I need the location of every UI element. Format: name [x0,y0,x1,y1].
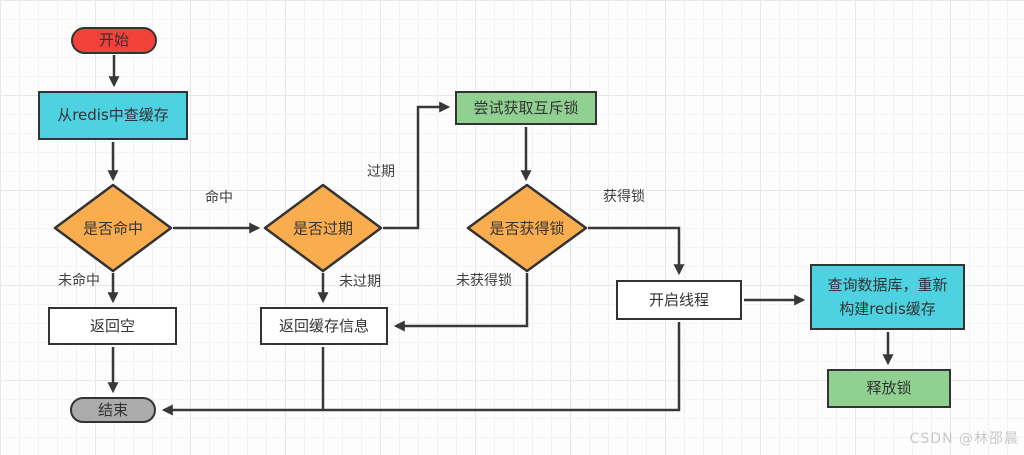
edge-thread-to-end [161,322,681,416]
return-cache-node: 返回缓存信息 [260,307,388,345]
edge-label-hit: 命中 [205,190,233,206]
edge-label-got-lock: 获得锁 [603,189,645,205]
end-node: 结束 [70,397,156,423]
is-expired-label: 是否过期 [292,219,354,238]
rebuild-cache-node: 查询数据库，重新构建redis缓存 [810,264,965,330]
edge-no-lock [393,273,529,332]
is-hit-diamond [53,183,173,273]
edge-label-expired: 过期 [367,164,395,180]
try-mutex-node: 尝试获取互斥锁 [455,91,597,125]
csdn-watermark: CSDN @林邵晨 [909,431,1019,447]
got-lock-diamond [466,183,588,273]
return-empty-node: 返回空 [48,307,177,345]
edge-got-lock [588,226,685,276]
edge-label-not-expired: 未过期 [339,274,381,290]
is-expired-diamond [263,183,383,273]
start-thread-node: 开启线程 [616,280,742,320]
edge-label-no-lock: 未获得锁 [456,273,512,289]
edge-expired [383,101,451,230]
is-hit-label: 是否命中 [82,219,144,238]
start-node: 开始 [71,27,157,54]
edge-label-miss: 未命中 [58,273,100,289]
query-redis-node: 从redis中查缓存 [38,91,188,140]
release-lock-node: 释放锁 [827,369,951,408]
got-lock-label: 是否获得锁 [489,219,565,238]
